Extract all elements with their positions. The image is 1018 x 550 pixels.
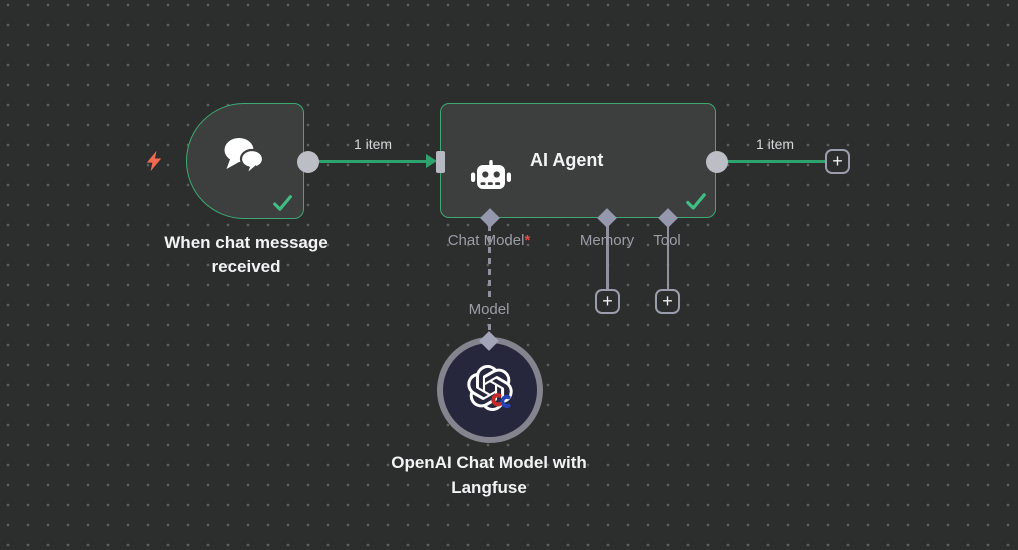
node-when-chat-message-received[interactable] (186, 103, 304, 219)
model-connector-label: Model (463, 301, 515, 318)
add-tool-button[interactable]: + (655, 289, 680, 314)
memory-connector-line (606, 225, 609, 290)
connection-items-label: 1 item (353, 136, 393, 152)
openai-node-title: OpenAI Chat Model with Langfuse (391, 453, 587, 497)
agent-output-port[interactable] (706, 150, 728, 173)
plus-icon: + (602, 290, 613, 311)
chat-model-port-label: Chat Model* (448, 232, 531, 249)
langfuse-icon (487, 393, 512, 415)
success-check-icon (684, 190, 708, 219)
node-openai-chat-model[interactable] (437, 337, 543, 443)
connection-agent-output[interactable] (727, 160, 826, 163)
connection-trigger-to-agent[interactable] (317, 160, 430, 163)
chat-model-port-label-text: Chat Model (447, 232, 525, 249)
plus-icon: + (662, 290, 673, 311)
trigger-output-port[interactable] (297, 150, 319, 173)
success-check-icon (271, 192, 294, 220)
add-memory-button[interactable]: + (595, 289, 620, 314)
robot-icon (468, 157, 514, 203)
chat-bubbles-icon (218, 130, 272, 191)
trigger-node-title: When chat message received (164, 233, 328, 276)
node-ai-agent[interactable]: AI Agent (440, 103, 716, 218)
plus-icon: + (832, 150, 843, 171)
chat-model-connector-line (488, 225, 491, 335)
connection-arrow-icon (426, 154, 437, 168)
add-next-node-button[interactable]: + (825, 149, 850, 174)
tool-port-label: Tool (653, 232, 681, 249)
required-marker: * (524, 232, 531, 249)
tool-connector-line (666, 225, 669, 290)
agent-input-port[interactable] (436, 151, 445, 173)
memory-port-label: Memory (579, 232, 635, 249)
agent-node-title: AI Agent (530, 150, 604, 170)
connection-items-label: 1 item (755, 136, 795, 152)
lightning-trigger-icon (142, 149, 166, 178)
